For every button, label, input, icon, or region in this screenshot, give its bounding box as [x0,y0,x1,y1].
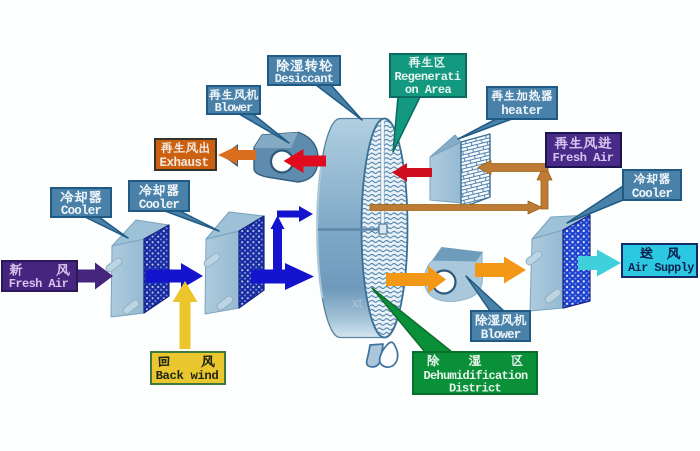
svg-text:Exhaust: Exhaust [159,156,208,170]
svg-text:Cooler: Cooler [139,198,180,212]
svg-text:on Area: on Area [405,83,452,97]
svg-text:District: District [449,382,502,396]
svg-text:Cooler: Cooler [61,204,102,218]
svg-text:Desiccant: Desiccant [275,72,334,86]
svg-text:Fresh Air: Fresh Air [552,151,613,165]
svg-text:Blower: Blower [215,101,254,115]
svg-text:xt: xt [352,295,363,310]
svg-text:Dehumidification: Dehumidification [423,369,528,383]
svg-text:Cooler: Cooler [632,187,673,201]
svg-text:Back wind: Back wind [156,369,219,383]
svg-text:Blower: Blower [481,328,521,342]
svg-text:Air Supply: Air Supply [628,261,694,275]
svg-text:heater: heater [501,104,543,118]
svg-text:Fresh Air: Fresh Air [9,277,69,291]
svg-text:Regenerati: Regenerati [394,70,460,84]
